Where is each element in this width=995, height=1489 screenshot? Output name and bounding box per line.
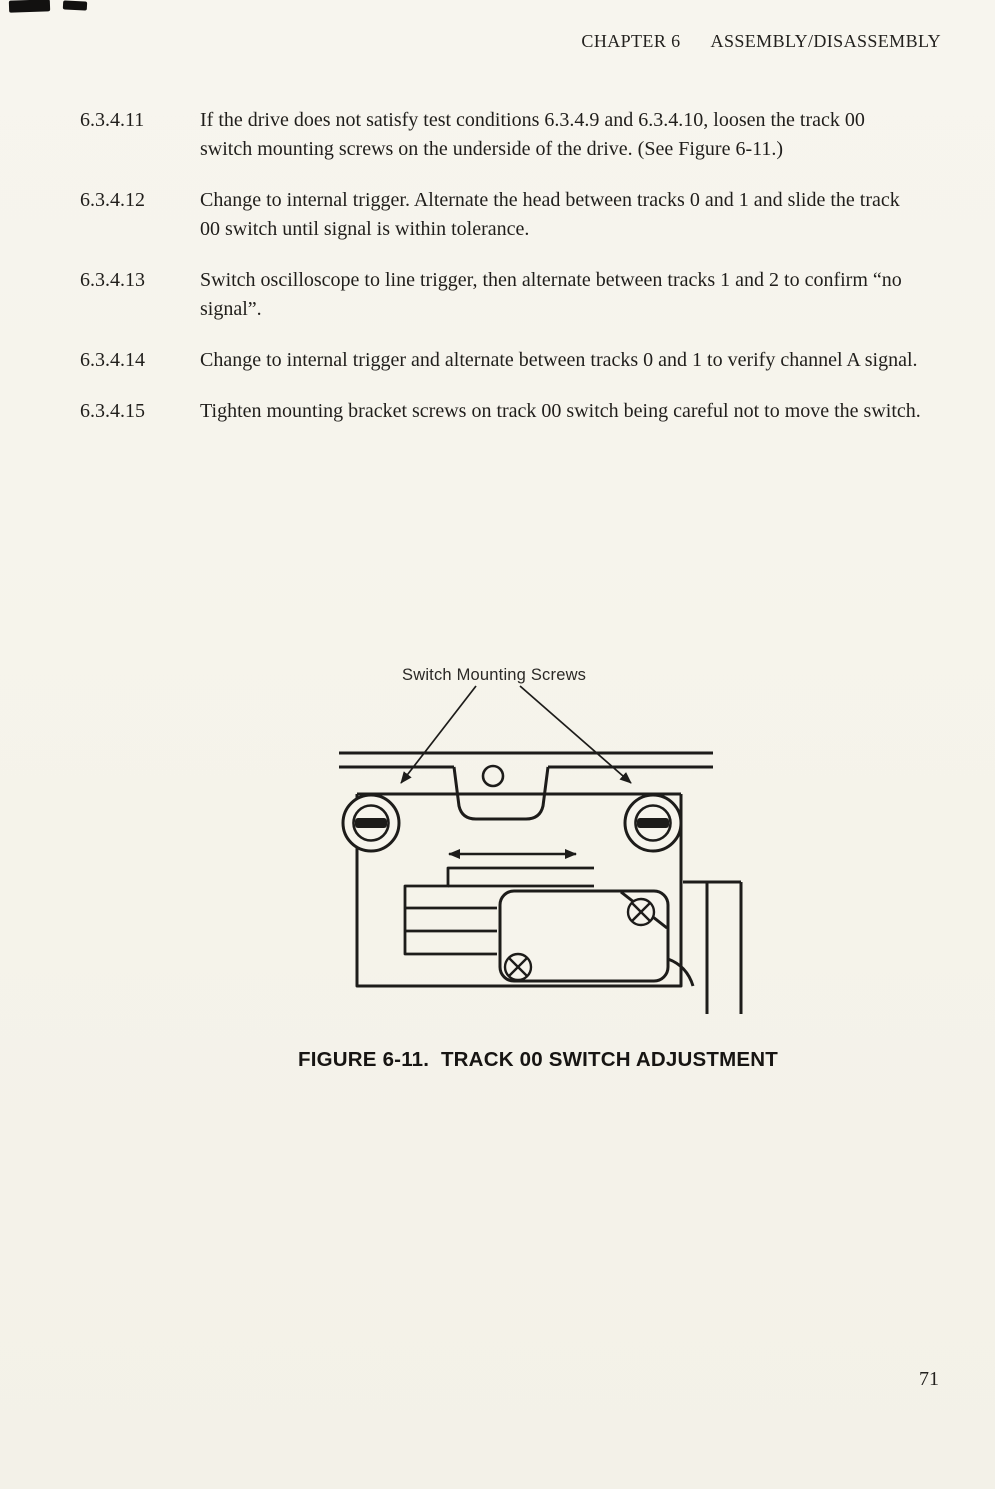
procedure-step: 6.3.4.12 Change to internal trigger. Alt… xyxy=(80,186,960,244)
procedure-step: 6.3.4.13 Switch oscilloscope to line tri… xyxy=(80,266,960,324)
procedure-step: 6.3.4.15 Tighten mounting bracket screws… xyxy=(80,397,960,426)
step-number: 6.3.4.13 xyxy=(80,269,145,291)
step-number: 6.3.4.12 xyxy=(80,189,145,211)
carriage-rail xyxy=(339,751,713,821)
switch-screw-upper-icon xyxy=(626,897,656,927)
switch-mounting-plate xyxy=(355,792,683,988)
procedure-steps: 6.3.4.11 If the drive does not satisfy t… xyxy=(80,106,960,448)
page-number: 71 xyxy=(919,1368,939,1390)
figure-annotation: Switch Mounting Screws xyxy=(402,666,587,684)
track00-switch-body xyxy=(498,889,670,983)
switch-bracket-arm xyxy=(403,866,594,956)
mounting-screw-left-icon xyxy=(341,793,401,853)
step-text: Tighten mounting bracket screws on track… xyxy=(200,400,921,422)
step-number: 6.3.4.14 xyxy=(80,349,145,371)
procedure-step: 6.3.4.14 Change to internal trigger and … xyxy=(80,346,960,375)
track00-switch-diagram xyxy=(339,685,743,1014)
scan-artifact xyxy=(8,0,51,13)
step-number: 6.3.4.15 xyxy=(80,400,145,422)
scan-artifact xyxy=(62,0,88,11)
step-text: Change to internal trigger. Alternate th… xyxy=(200,189,900,240)
switch-screw-lower-icon xyxy=(503,952,533,982)
step-text: Change to internal trigger and alternate… xyxy=(200,349,918,371)
step-text: Switch oscilloscope to line trigger, the… xyxy=(200,269,902,320)
figure-caption: FIGURE 6-11. TRACK 00 SWITCH ADJUSTMENT xyxy=(298,1048,778,1071)
procedure-step: 6.3.4.11 If the drive does not satisfy t… xyxy=(80,106,960,164)
mounting-screw-right-icon xyxy=(623,793,683,853)
step-number: 6.3.4.11 xyxy=(80,109,145,131)
step-text: If the drive does not satisfy test condi… xyxy=(200,109,865,160)
figure-6-11 xyxy=(325,656,755,1029)
drive-edge xyxy=(667,880,743,1014)
chapter-number: CHAPTER 6 xyxy=(581,31,681,51)
chapter-title: ASSEMBLY/DISASSEMBLY xyxy=(710,31,941,51)
page-header: CHAPTER 6 ASSEMBLY/DISASSEMBLY xyxy=(581,31,941,52)
